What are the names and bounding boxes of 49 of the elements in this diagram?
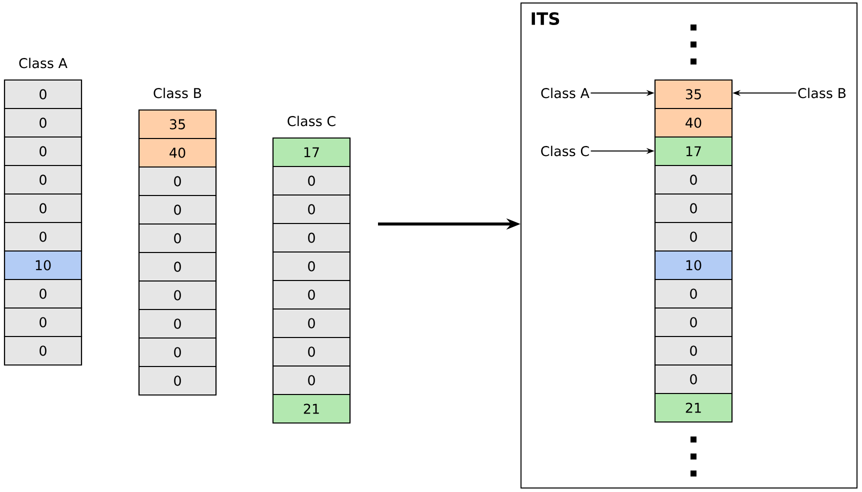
table-cell: 0 (138, 252, 217, 282)
table-cell: 0 (138, 308, 217, 339)
table-cell: 0 (4, 79, 82, 110)
table-cell: 0 (4, 108, 82, 138)
table-cell: 0 (138, 166, 217, 196)
class-label: Class A (541, 88, 590, 98)
column-heading: Class C (288, 116, 336, 126)
table-cell: 0 (654, 278, 733, 309)
table-cell: 10 (654, 250, 733, 280)
table-cell: 0 (138, 337, 217, 368)
table-cell: 21 (654, 392, 733, 423)
table-cell: 0 (4, 307, 82, 338)
panel-title: ITS (532, 12, 560, 26)
table-cell: 0 (4, 193, 82, 224)
table-cell: 0 (138, 223, 217, 254)
table-cell: 35 (138, 109, 217, 140)
table-cell: 0 (138, 280, 217, 310)
table-cell: 0 (272, 251, 351, 282)
table-cell: 0 (654, 364, 733, 394)
table-cell: 40 (654, 108, 733, 138)
table-cell: 17 (272, 137, 351, 168)
table-cell: 0 (272, 280, 351, 310)
table-cell: 35 (654, 79, 733, 110)
table-cell: 0 (272, 222, 351, 253)
class-label: Class C (541, 146, 589, 156)
table-cell: 0 (654, 164, 733, 195)
class-label: Class B (798, 88, 846, 98)
table-cell: 0 (272, 166, 351, 196)
table-cell: 17 (654, 136, 733, 166)
table-cell: 0 (272, 308, 351, 338)
column-heading: Class B (154, 88, 202, 98)
table-cell: 0 (272, 365, 351, 396)
table-cell: 0 (654, 222, 733, 252)
table-cell: 0 (272, 336, 351, 367)
table-cell: 0 (272, 194, 351, 224)
table-cell: 0 (4, 222, 82, 252)
table-cell: 0 (138, 194, 217, 225)
table-cell: 0 (654, 336, 733, 366)
table-cell: 0 (4, 336, 82, 366)
table-cell: 0 (654, 307, 733, 338)
table-cell: 10 (4, 250, 82, 280)
table-cell: 0 (654, 193, 733, 224)
column-heading: Class A (19, 58, 68, 68)
table-cell: 40 (138, 138, 217, 168)
table-cell: 0 (4, 164, 82, 195)
table-cell: 0 (138, 366, 217, 396)
table-cell: 0 (4, 136, 82, 166)
table-cell: 21 (272, 394, 351, 424)
table-cell: 0 (4, 278, 82, 309)
